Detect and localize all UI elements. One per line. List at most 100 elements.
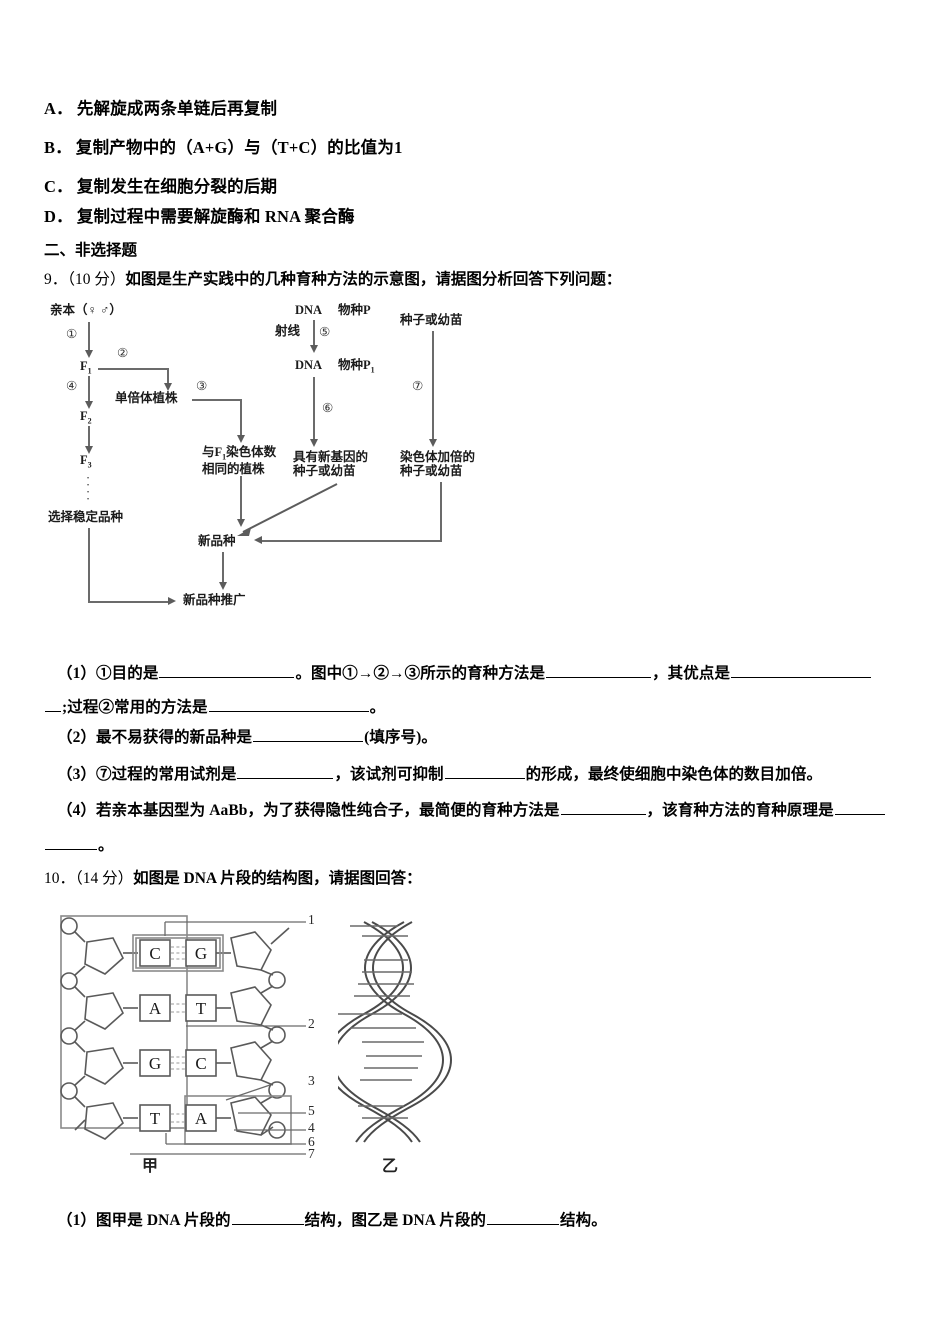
dna-flat-structure-figure: C G A T G C T A <box>60 915 292 1145</box>
arrow-head-5 <box>309 345 318 353</box>
question-9-number: 9． <box>44 271 68 288</box>
sub4-part-b: ，该育种方法的育种原理是 <box>646 802 834 819</box>
answer-blank-9-2-1[interactable] <box>253 725 364 742</box>
figure-caption-yi: 乙 <box>382 1158 399 1175</box>
base-letter-left-3: G <box>149 1054 161 1073</box>
choice-option-d: D．复制过程中需要解旋酶和 RNA 聚合酶 <box>44 203 355 227</box>
base-letter-left-4: T <box>150 1109 161 1128</box>
diagram-label-species-p: 物种P <box>338 303 371 317</box>
dna-label-4: 4 <box>308 1120 315 1135</box>
path-line-stable-down <box>88 528 90 603</box>
answer-blank-9-3-1[interactable] <box>237 762 334 779</box>
same-chrom-suffix: 染色体数 <box>226 445 277 459</box>
question-10-score: （14 分） <box>75 870 134 887</box>
same-chrom-subscript: 1 <box>222 452 227 462</box>
marker-3: ③ <box>196 378 208 393</box>
diagram-label-new-variety: 新品种 <box>198 534 236 548</box>
f3-subscript: 3 <box>87 460 92 470</box>
path-line-3-horizontal <box>192 399 242 401</box>
diagram-label-ray: 射线 <box>275 324 301 338</box>
same-chrom-prefix: 与F <box>202 445 223 459</box>
vertical-ellipsis: ···· <box>85 470 91 506</box>
dna-label-7: 7 <box>308 1146 315 1161</box>
choice-letter-b: B． <box>44 138 72 157</box>
diagram-label-dna-top: DNA <box>295 303 323 317</box>
sub1-part-a: （1）①目的是 <box>57 665 159 682</box>
choice-option-c: C．复制发生在细胞分裂的后期 <box>44 173 277 197</box>
arrow-line-5 <box>313 320 315 347</box>
answer-blank-9-1-3[interactable] <box>731 661 872 678</box>
f2-subscript: 2 <box>87 416 92 426</box>
new-gene-line1: 具有新基因的 <box>293 450 369 464</box>
new-gene-line2: 种子或幼苗 <box>293 464 356 478</box>
arrow-head-f2-f3 <box>84 446 93 454</box>
answer-blank-9-1-4[interactable] <box>208 695 369 712</box>
marker-2: ② <box>117 345 129 360</box>
diagram-label-select-stable: 选择稳定品种 <box>48 510 124 524</box>
dna-label-2: 2 <box>308 1016 315 1031</box>
chrom-double-line1: 染色体加倍的 <box>400 450 476 464</box>
arrow-head-to-promote-left <box>168 597 176 605</box>
diagram-label-f3: F3 <box>80 453 92 470</box>
chrom-double-line2: 种子或幼苗 <box>400 464 463 478</box>
arrow-line-7 <box>432 331 434 441</box>
diagram-label-species-p1: 物种P1 <box>338 358 375 375</box>
f3-text: F <box>80 453 88 467</box>
marker-1: ① <box>66 326 78 341</box>
answer-blank-9-4-1[interactable] <box>560 798 646 815</box>
answer-blank-9-1-1[interactable] <box>159 661 295 678</box>
base-letter-left-2: A <box>149 999 162 1018</box>
f2-text: F <box>80 409 88 423</box>
arrow-head-4 <box>84 401 93 409</box>
arrow-head-newvariety-promote <box>218 582 227 590</box>
diagram-label-f2: F2 <box>80 409 92 426</box>
answer-blank-9-4-2[interactable] <box>834 798 885 815</box>
arrow-head-samechrom-newvariety <box>236 519 245 527</box>
diagram-label-parent: 亲本（♀ ♂） <box>50 303 122 317</box>
arrow-head-3 <box>236 435 245 443</box>
answer-blank-9-1-3-cont[interactable] <box>45 695 61 712</box>
choice-letter-a: A． <box>44 99 73 118</box>
diagram-label-new-gene-seed: 具有新基因的 种子或幼苗 <box>293 450 368 478</box>
diagram-label-f1: F1 <box>80 359 92 376</box>
dna-label-5: 5 <box>308 1103 315 1118</box>
base-letter-right-1: G <box>195 944 207 963</box>
path-line-samechrom-newvariety <box>240 476 242 521</box>
choice-text-c: 复制发生在细胞分裂的后期 <box>76 177 278 196</box>
path-line-chromdouble-down <box>440 482 442 542</box>
sub2-part-b: (填序号)。 <box>364 729 437 746</box>
q10-sub1-part-c: 结构。 <box>560 1212 607 1229</box>
answer-blank-9-3-2[interactable] <box>444 762 525 779</box>
base-letter-right-3: C <box>195 1054 206 1073</box>
f1-subscript: 1 <box>87 366 92 376</box>
sub4-part-a: （4）若亲本基因型为 AaBb，为了获得隐性纯合子，最简便的育种方法是 <box>57 802 560 819</box>
question-10-sub-1: （1）图甲是 DNA 片段的结构，图乙是 DNA 片段的结构。 <box>57 1208 607 1230</box>
question-9-score: （10 分） <box>67 271 126 288</box>
arrow-head-1 <box>84 350 93 358</box>
choice-text-b: 复制产物中的（A+G）与（T+C）的比值为1 <box>75 138 403 157</box>
dna-label-1: 1 <box>308 912 315 927</box>
sub1-part-e: 。 <box>369 699 386 716</box>
answer-blank-10-1-1[interactable] <box>231 1208 304 1225</box>
arrow-head-6 <box>309 439 318 447</box>
answer-blank-10-1-2[interactable] <box>487 1208 560 1225</box>
sub3-part-a: （3）⑦过程的常用试剂是 <box>57 766 237 783</box>
q10-sub1-part-b: 结构，图乙是 DNA 片段的 <box>304 1212 487 1229</box>
sub3-part-b: ，该试剂可抑制 <box>334 766 444 783</box>
arrow-line-f2-f3 <box>88 426 90 448</box>
arrow-head-2 <box>163 383 172 391</box>
base-letter-left-1: C <box>149 944 160 963</box>
arrow-line-4 <box>88 376 90 403</box>
base-letter-right-4: A <box>195 1109 208 1128</box>
same-chrom-line2: 相同的植株 <box>202 462 265 477</box>
diagonal-connector-newgene <box>237 483 338 536</box>
path-line-3-vertical <box>240 399 242 438</box>
answer-blank-9-4-2-cont[interactable] <box>45 833 97 850</box>
question-9-sub-3: （3）⑦过程的常用试剂是，该试剂可抑制的形成，最终使细胞中染色体的数目加倍。 <box>57 762 822 784</box>
path-line-2-vertical <box>167 368 169 386</box>
question-10-stem: 如图是 DNA 片段的结构图，请据图回答： <box>133 870 422 887</box>
path-line-2-horizontal <box>98 368 169 370</box>
answer-blank-9-1-2[interactable] <box>546 661 652 678</box>
species-p1-subscript: 1 <box>370 365 375 375</box>
